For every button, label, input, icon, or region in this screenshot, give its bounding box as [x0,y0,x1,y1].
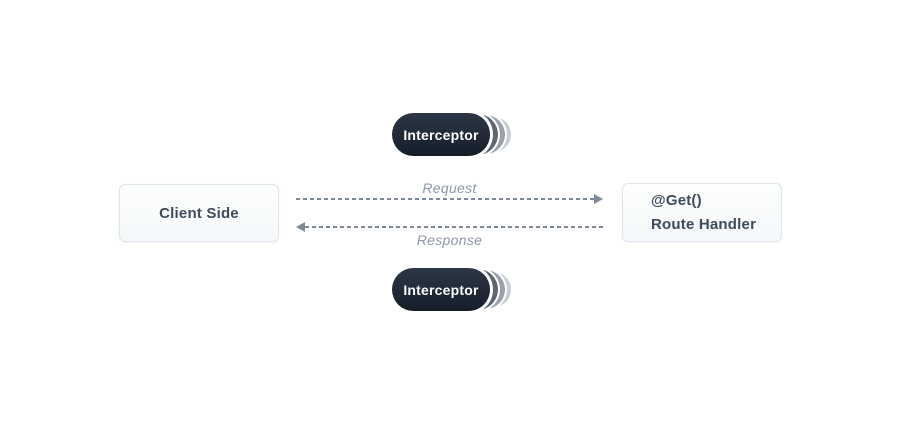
request-label: Request [422,180,477,196]
interceptor-pill-bottom-body: Interceptor [392,268,490,311]
response-arrow-line [305,226,603,228]
request-arrow [296,194,603,204]
interceptor-pill-top-body: Interceptor [392,113,490,156]
request-arrow-line [296,198,594,200]
response-label: Response [416,232,483,248]
client-side-box: Client Side [119,184,279,242]
interceptor-top-label: Interceptor [403,126,479,143]
arrowhead-left-icon [296,222,305,232]
client-side-label: Client Side [159,204,239,222]
route-handler-box: @Get() Route Handler [622,183,782,242]
interceptor-pill-top: Interceptor [392,113,512,156]
route-handler-label: Route Handler [651,215,757,233]
route-handler-decorator: @Get() [651,191,702,209]
arrowhead-right-icon [594,194,603,204]
interceptor-pill-bottom: Interceptor [392,268,512,311]
response-arrow [296,222,603,232]
interceptor-bottom-label: Interceptor [403,281,479,298]
